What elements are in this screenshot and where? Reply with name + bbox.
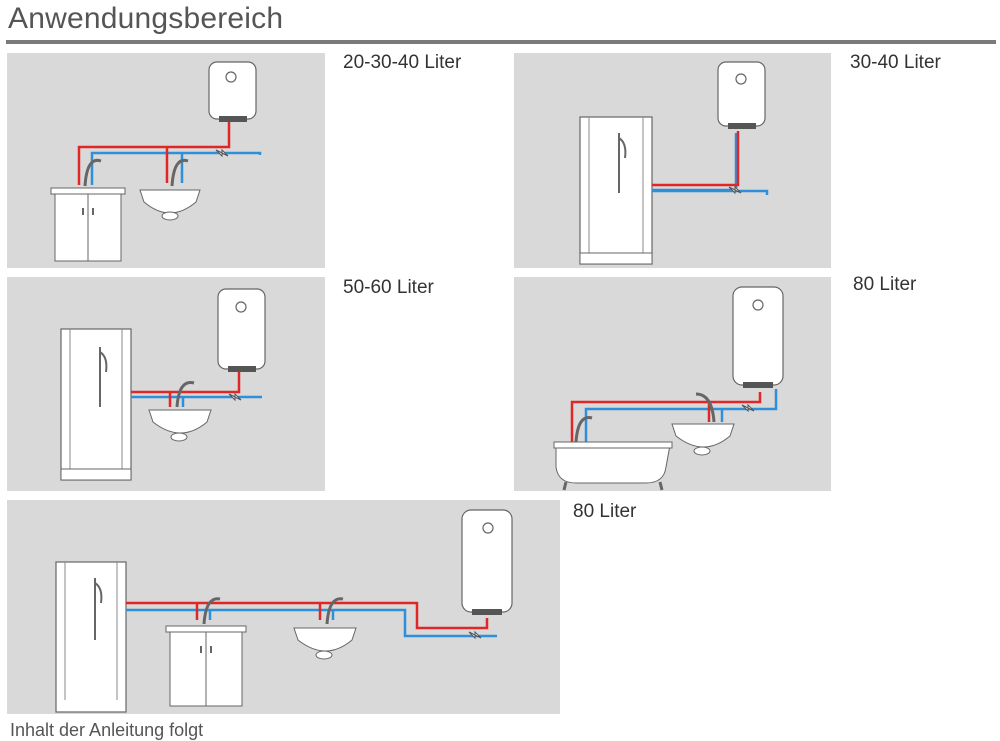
panel-3-caption: 50-60 Liter bbox=[343, 277, 434, 298]
diagram-panel-1 bbox=[7, 53, 325, 268]
panel-5-caption: 80 Liter bbox=[573, 501, 637, 522]
installation-diagram-4 bbox=[553, 286, 784, 491]
installation-diagram-3 bbox=[60, 288, 266, 481]
diagram-panel-4 bbox=[514, 277, 831, 491]
diagram-panel-3 bbox=[7, 277, 325, 491]
installation-diagram-2 bbox=[579, 61, 769, 265]
panel-1-caption: 20-30-40 Liter bbox=[343, 52, 462, 73]
panel-4-caption: 80 Liter bbox=[853, 274, 917, 295]
page-title: Anwendungsbereich bbox=[8, 2, 284, 35]
diagram-panel-2 bbox=[514, 53, 831, 268]
installation-diagram-5 bbox=[55, 509, 513, 713]
title-divider bbox=[6, 40, 996, 44]
diagram-panel-5 bbox=[7, 500, 560, 714]
installation-diagram-1 bbox=[50, 61, 262, 262]
panel-2-caption: 30-40 Liter bbox=[850, 52, 941, 73]
